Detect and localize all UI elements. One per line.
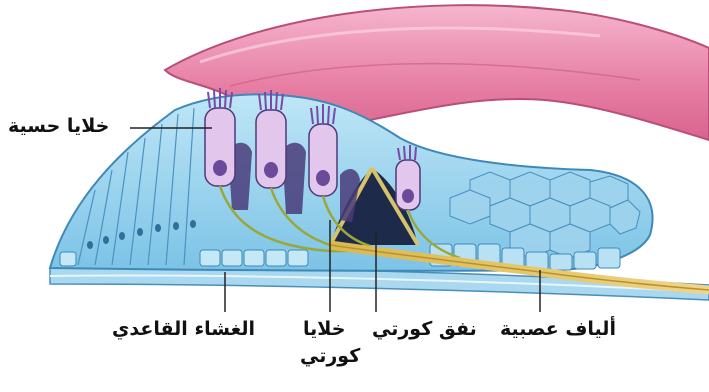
label-corti-cells-line2: كورتي — [300, 345, 360, 367]
label-nerve-fibers: ألياف عصبية — [500, 318, 616, 340]
label-basilar-membrane: الغشاء القاعدي — [112, 318, 255, 340]
label-corti-tunnel: نفق كورتي — [372, 318, 477, 340]
label-corti-cells-line1: خلايا — [303, 318, 345, 340]
label-sensory-cells: خلايا حسية — [8, 115, 109, 137]
